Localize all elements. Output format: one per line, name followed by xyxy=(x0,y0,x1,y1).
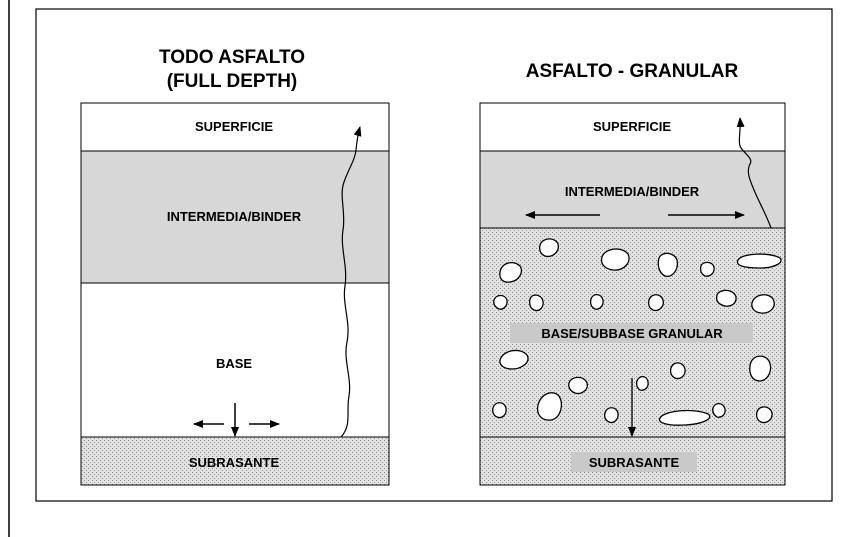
asphalt-granular-panel: ASFALTO - GRANULAR xyxy=(479,61,786,486)
aggregate-stone xyxy=(647,294,664,312)
aggregate-stone xyxy=(493,294,508,310)
full-depth-surface-label: SUPERFICIE xyxy=(195,119,273,134)
full-depth-panel: TODO ASFALTO (FULL DEPTH) SUPERFICIE INT… xyxy=(80,47,390,486)
full-depth-title-line1: TODO ASFALTO xyxy=(159,47,305,68)
granular-subgrade-label: SUBRASANTE xyxy=(589,455,680,470)
aggregate-stones xyxy=(492,238,782,426)
granular-base-label-background xyxy=(510,323,753,343)
full-depth-surface-layer xyxy=(80,102,390,152)
granular-binder-label: INTERMEDIA/BINDER xyxy=(565,184,700,199)
aggregate-stone xyxy=(657,252,678,277)
full-depth-base-label: BASE xyxy=(216,356,252,371)
aggregate-stone xyxy=(600,248,630,271)
aggregate-stone xyxy=(736,253,782,269)
full-depth-binder-layer xyxy=(80,150,390,284)
aggregate-stone xyxy=(669,362,686,380)
granular-crack-path xyxy=(736,117,772,229)
aggregate-stone xyxy=(589,293,604,310)
aggregate-stone xyxy=(528,294,544,312)
full-depth-title-line2: (FULL DEPTH) xyxy=(167,71,298,92)
granular-surface-layer xyxy=(479,102,786,152)
aggregate-stone xyxy=(539,238,559,258)
aggregate-stone xyxy=(492,402,507,419)
aggregate-stone xyxy=(635,375,649,391)
full-depth-subgrade-label: SUBRASANTE xyxy=(189,455,280,470)
full-depth-binder-label: INTERMEDIA/BINDER xyxy=(167,209,302,224)
aggregate-stone xyxy=(499,261,523,283)
aggregate-stone xyxy=(755,406,773,424)
aggregate-stone xyxy=(499,349,529,370)
granular-subgrade-label-background xyxy=(571,452,697,472)
granular-surface-label: SUPERFICIE xyxy=(593,119,671,134)
granular-base-label: BASE/SUBBASE GRANULAR xyxy=(541,326,723,341)
full-depth-subgrade-layer xyxy=(80,436,390,486)
aggregate-stone xyxy=(751,294,775,314)
asphalt-granular-title: ASFALTO - GRANULAR xyxy=(526,61,739,82)
aggregate-stone xyxy=(603,407,619,424)
aggregate-stone xyxy=(536,392,562,421)
figure-frame xyxy=(35,8,833,502)
aggregate-stone xyxy=(658,409,711,426)
aggregate-stone xyxy=(712,402,726,418)
aggregate-stone xyxy=(699,261,715,277)
full-depth-crack-path xyxy=(340,126,362,438)
aggregate-stone xyxy=(568,376,588,395)
aggregate-stone xyxy=(749,355,772,382)
aggregate-stone xyxy=(716,289,737,307)
